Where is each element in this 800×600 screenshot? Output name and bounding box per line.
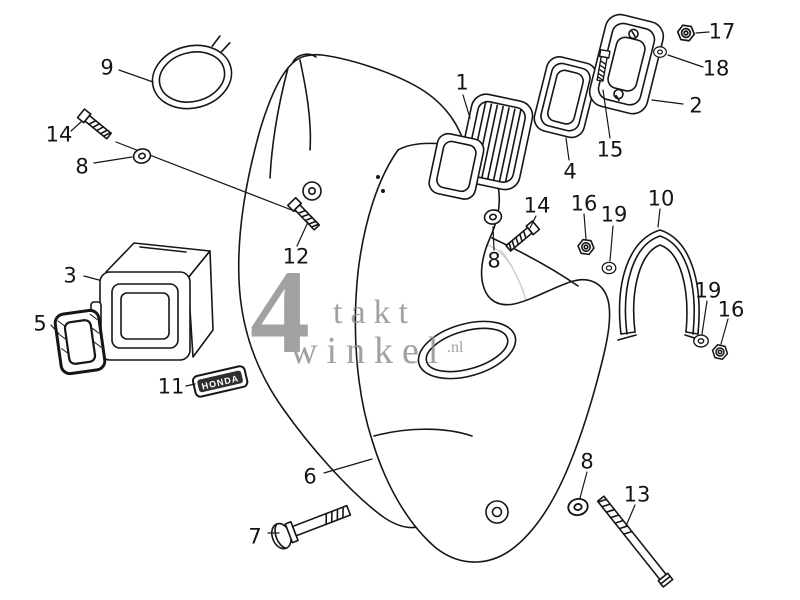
part-10-trim-strap: [617, 229, 702, 341]
part-18-washer: [653, 46, 667, 58]
part-label-5: 5: [33, 311, 47, 336]
part-label-1: 1: [455, 70, 469, 95]
part-label-16-right: 16: [717, 297, 745, 322]
part-label-4: 4: [563, 159, 577, 184]
part-label-16-mid: 16: [570, 191, 598, 216]
part-8-washer-bottom: [565, 496, 591, 518]
part-16-nut-right: [710, 343, 730, 361]
part-label-2: 2: [689, 93, 703, 118]
part-label-15: 15: [596, 137, 624, 162]
part-label-14-left: 14: [45, 122, 73, 147]
part-label-6: 6: [303, 464, 317, 489]
part-label-8-bottom: 8: [580, 449, 594, 474]
part-14-bolt-left: [76, 108, 114, 142]
part-label-8-mid: 8: [487, 248, 501, 273]
part-label-14-mid: 14: [523, 193, 551, 218]
part-label-17: 17: [708, 19, 736, 44]
cover-vent-hole: [417, 320, 517, 380]
part-17-nut: [675, 23, 697, 43]
part-19-washer-mid: [601, 261, 617, 275]
part-label-12: 12: [282, 244, 310, 269]
part-1-filter-frame: [428, 132, 485, 200]
part-13-bolt: [596, 495, 674, 588]
part-14-bolt-mid: [503, 220, 541, 254]
part-label-8-left: 8: [75, 154, 89, 179]
part-label-19-mid: 19: [600, 202, 628, 227]
part-3-air-box: [90, 242, 214, 361]
part-19-washer-right: [693, 334, 709, 348]
part-label-10: 10: [647, 186, 675, 211]
part-label-11: 11: [157, 374, 185, 399]
part-label-18: 18: [702, 56, 730, 81]
part-9-ring: [151, 35, 233, 110]
leader-lines: [50, 31, 729, 534]
part-4-seal-frame: [533, 56, 598, 139]
part-label-19-right: 19: [694, 278, 722, 303]
part-label-3: 3: [63, 263, 77, 288]
part-11-honda-badge: HONDA: [191, 365, 249, 398]
part-2-cover-lid: [588, 13, 665, 115]
part-16-nut-mid: [576, 238, 596, 256]
part-label-9: 9: [100, 55, 114, 80]
part-label-7: 7: [248, 524, 262, 549]
part-7-bolt: [270, 504, 352, 550]
part-label-13: 13: [623, 482, 651, 507]
part-5-seal: [53, 308, 107, 376]
